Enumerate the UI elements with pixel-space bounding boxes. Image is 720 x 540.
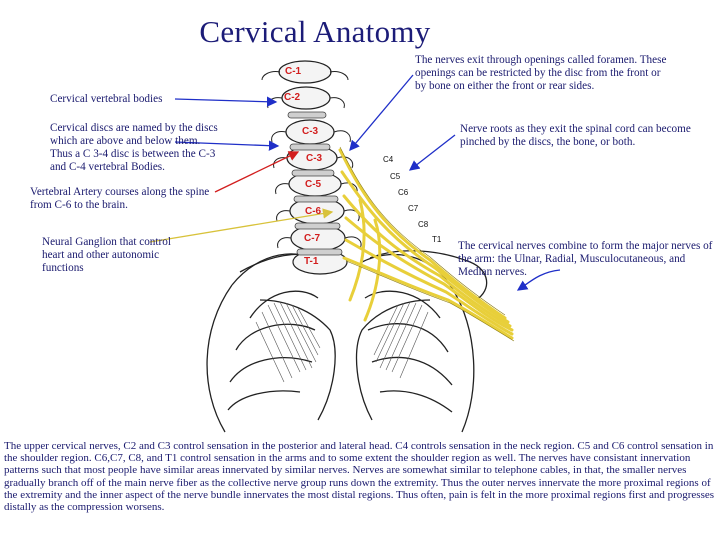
muscle-hatching [255, 301, 429, 383]
arrow-foramen [349, 74, 414, 151]
nerve-outlines [339, 146, 515, 342]
nerve-label-c5: C5 [390, 172, 401, 181]
arrow-artery [214, 151, 300, 193]
callout-ganglion: Neural Ganglion that control heart and o… [42, 236, 171, 274]
nerve-label-t1: T1 [432, 235, 442, 244]
nerve-label-c8: C8 [418, 220, 429, 229]
callout-artery: Vertebral Artery courses along the spine… [30, 186, 210, 211]
nerve-label-c7: C7 [408, 204, 419, 213]
vertebra-label-c1: C-1 [285, 66, 302, 77]
page-title: Cervical Anatomy [199, 14, 431, 49]
arrow-discs [174, 140, 280, 151]
vertebra-label-c4: C-3 [306, 153, 323, 164]
vertebra-label-c5: C-5 [305, 179, 322, 190]
arrow-nerve-roots [408, 134, 456, 171]
callout-foramen: The nerves exit through openings called … [415, 54, 667, 92]
vertebra-label-c6: C-6 [305, 206, 322, 217]
arrow-combine [516, 269, 561, 291]
callout-discs: Cervical discs are named by the discs wh… [50, 122, 218, 173]
callout-nerve-roots: Nerve roots as they exit the spinal cord… [460, 123, 691, 148]
rib-cage [206, 253, 475, 433]
arrow-ganglion [149, 208, 334, 243]
vertebra-label-c7: C-7 [304, 233, 321, 244]
brachial-plexus-nerves [338, 148, 514, 340]
nerve-label-c6: C6 [398, 188, 409, 197]
description-paragraph: The upper cervical nerves, C2 and C3 con… [4, 440, 715, 514]
intervertebral-discs [287, 111, 343, 256]
vertebra-label-t1: T-1 [304, 256, 319, 267]
callout-combine: The cervical nerves combine to form the … [458, 240, 713, 278]
nerve-label-c4: C4 [383, 155, 394, 164]
callout-arrows [149, 74, 561, 291]
vertebra-label-c3: C-3 [302, 126, 319, 137]
callout-vertebral-bodies: Cervical vertebral bodies [50, 93, 163, 105]
vertebra-label-c2: C-2 [284, 92, 301, 103]
arrow-vertebral-bodies [174, 96, 278, 107]
